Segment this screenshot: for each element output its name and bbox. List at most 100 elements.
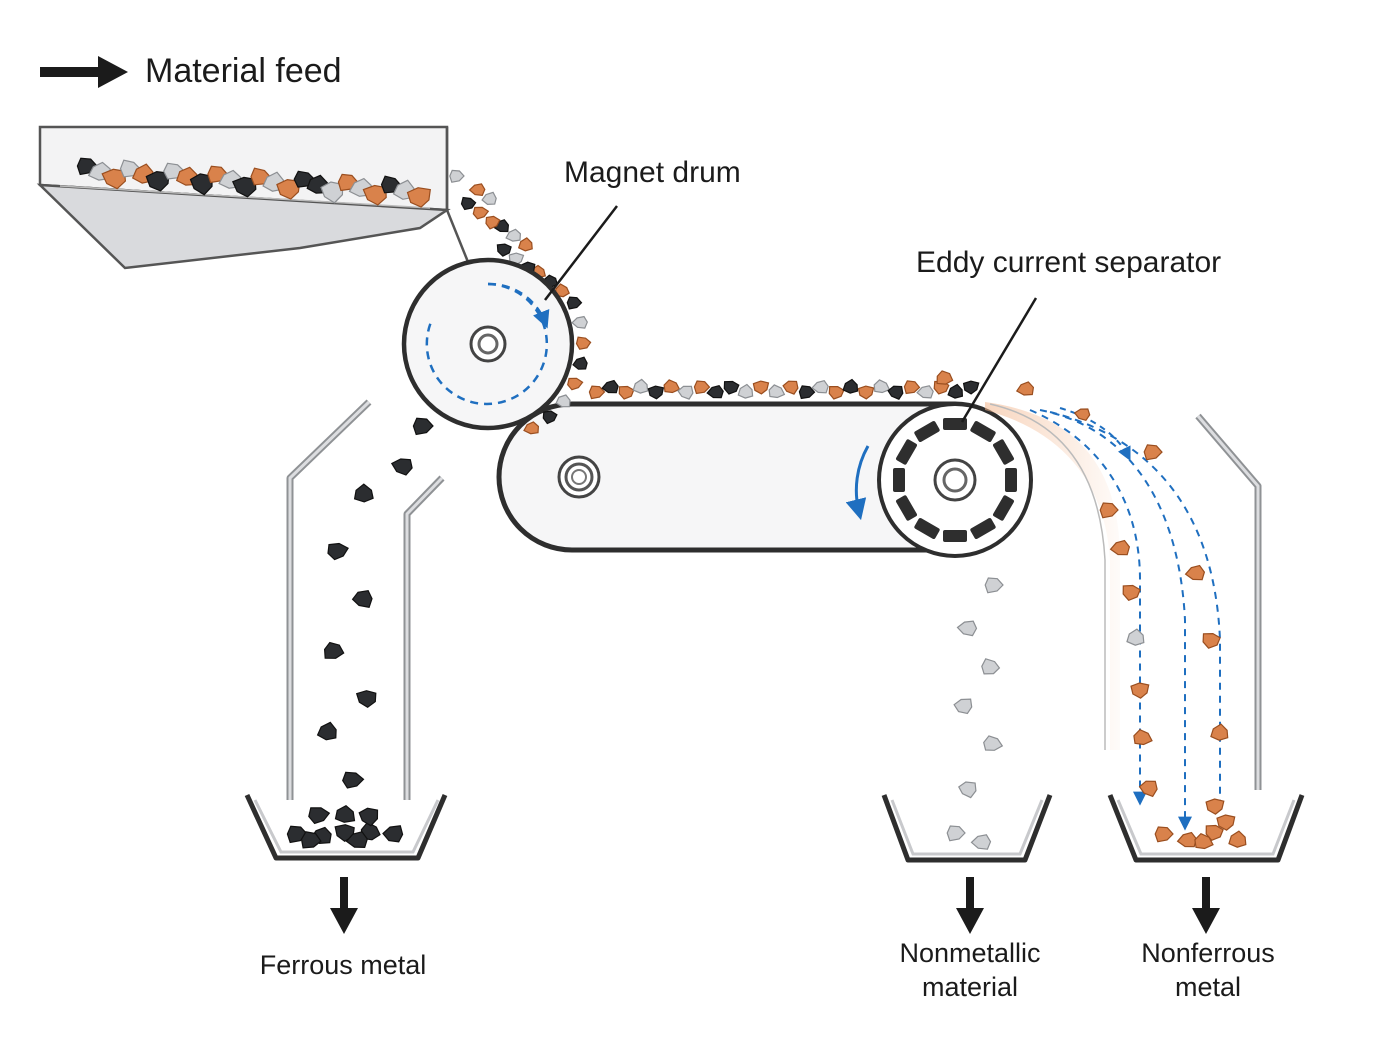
nonferrous-particle <box>1109 539 1131 556</box>
nonferrous-metal-label: Nonferrous metal <box>1110 936 1306 1004</box>
ferrous-particle <box>798 385 816 400</box>
nonferrous-particle <box>693 380 711 395</box>
rotation-arrow-icon <box>845 445 870 521</box>
nonmetallic-particle <box>505 228 522 242</box>
rotor-magnet-segment <box>914 518 940 539</box>
ferrous-particle <box>412 417 434 436</box>
nonmetallic-particle <box>768 384 786 399</box>
nonferrous-particle <box>468 183 486 197</box>
nonferrous-particle <box>1143 444 1163 461</box>
ferrous-particle <box>342 771 365 789</box>
nonmetallic-particle <box>970 834 992 850</box>
ferrous-particle <box>189 173 213 196</box>
ferrous-particle <box>496 243 512 257</box>
nonmetallic-particle <box>320 181 344 204</box>
ferrous-particle <box>360 821 381 841</box>
ferrous-particle <box>947 383 964 399</box>
nonmetallic-particle <box>555 394 571 408</box>
nonmetallic-particle <box>677 385 694 400</box>
ferrous-particle <box>353 483 374 503</box>
nonferrous-particle <box>618 385 635 400</box>
nonferrous-particle <box>1216 814 1236 831</box>
nonmetallic-particle <box>984 577 1004 594</box>
ferrous-falling-particles <box>316 417 434 789</box>
nonferrous-particle <box>485 215 501 230</box>
ferrous-particle <box>542 410 558 425</box>
ferrous-particle <box>723 380 740 395</box>
nonmetallic-particle <box>632 378 649 394</box>
nonferrous-particle <box>523 421 540 435</box>
ferrous-particle <box>382 825 404 843</box>
ferrous-particle <box>887 385 904 400</box>
ferrous-bin <box>244 793 448 861</box>
rotor-magnet-segment <box>896 439 917 465</box>
ferrous-particle <box>145 170 170 192</box>
nonferrous-particle <box>857 385 875 400</box>
arrow-down-icon <box>330 877 358 934</box>
nonmetallic-particle <box>1126 628 1145 646</box>
ferrous-particle <box>842 378 859 394</box>
ferrous-particle <box>351 590 373 608</box>
eddy-current-separator-label: Eddy current separator <box>916 246 1222 279</box>
ferrous-particle <box>345 831 368 849</box>
nonmetallic-particle <box>449 169 465 183</box>
rotor-magnet-segment <box>993 439 1014 465</box>
rotor-magnet-segment <box>896 495 917 521</box>
ferrous-particle <box>316 721 337 741</box>
bin-particles <box>286 804 1247 850</box>
ferrous-particle <box>358 807 379 827</box>
nonferrous-particle <box>1138 780 1158 798</box>
nonmetallic-label-line-1: Nonmetallic <box>899 938 1041 968</box>
ferrous-particle <box>300 831 322 849</box>
nonferrous-particle <box>1202 632 1221 649</box>
nonferrous-particle <box>555 283 570 298</box>
nonmetallic-particle <box>571 315 588 329</box>
ferrous-chute <box>286 399 445 800</box>
ferrous-particle <box>572 356 588 370</box>
nonferrous-particle <box>362 184 387 206</box>
nonferrous-particle <box>663 379 681 394</box>
nonmetallic-particle <box>873 379 891 394</box>
nonferrous-particle <box>1073 408 1091 421</box>
arrow-down-icon <box>956 877 984 934</box>
rotor-magnet-segment <box>914 421 940 442</box>
nonmetallic-particle <box>811 380 829 394</box>
nonferrous-particle <box>1015 381 1035 396</box>
ferrous-particle <box>231 176 257 198</box>
nonferrous-particle <box>903 380 921 395</box>
rotor-magnet-segment <box>943 530 967 542</box>
rotor-magnet-segment <box>993 495 1014 521</box>
feed-hopper <box>36 125 470 270</box>
nonmetallic-particle <box>958 781 977 799</box>
nonferrous-particle <box>101 168 127 190</box>
ferrous-particle <box>323 641 345 659</box>
nonferrous-particle <box>567 377 584 391</box>
belt-particles <box>523 296 1091 435</box>
nonferrous-particle <box>1099 502 1119 519</box>
nonmetallic-particle <box>737 383 754 399</box>
ferrous-particle <box>355 690 377 709</box>
nonferrous-particle <box>1122 584 1141 602</box>
nonferrous-particle <box>276 178 301 200</box>
nonferrous-falling-particles <box>1099 444 1229 815</box>
ferrous-particle <box>327 542 349 561</box>
nonferrous-particle <box>782 380 799 395</box>
nonferrous-chute <box>1195 413 1262 790</box>
nonferrous-particle <box>1205 824 1224 842</box>
eddy-leader <box>960 297 1038 423</box>
nonferrous-particle <box>406 187 431 208</box>
ferrous-particle <box>390 458 413 476</box>
ferrous-particle <box>962 380 980 395</box>
nonmetallic-particle <box>981 658 1001 675</box>
nonferrous-label-line-1: Nonferrous <box>1141 938 1275 968</box>
nonferrous-particle <box>936 370 954 385</box>
nonferrous-particle <box>1205 798 1225 815</box>
nonmetallic-particle <box>916 385 934 399</box>
nonmetallic-particle <box>956 620 978 637</box>
ferrous-particle <box>566 296 583 310</box>
rotor-magnet-segment <box>893 468 905 492</box>
nonferrous-particle <box>1210 723 1229 741</box>
nonferrous-particle <box>1133 728 1153 746</box>
nonmetallic-falling-particles <box>953 577 1004 799</box>
